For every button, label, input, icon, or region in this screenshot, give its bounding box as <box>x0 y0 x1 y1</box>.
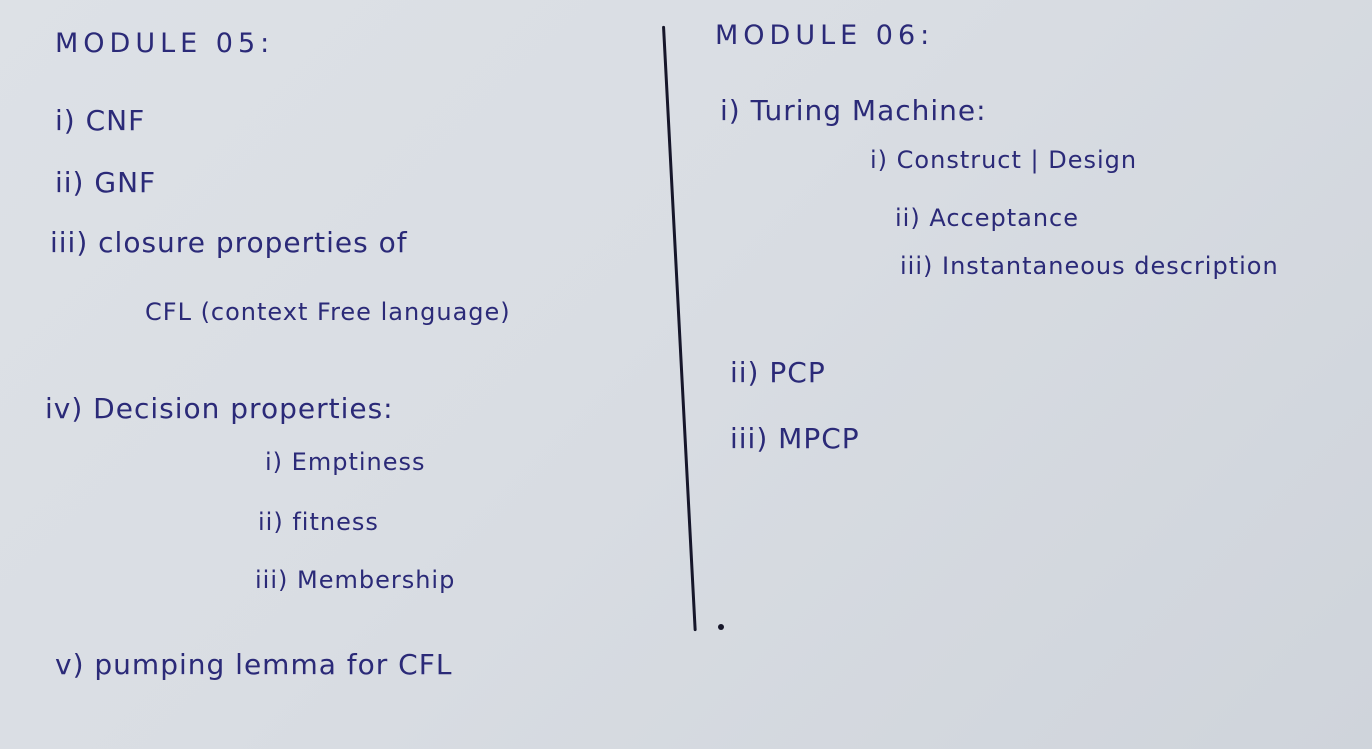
module-06-item-mpcp: iii) MPCP <box>730 422 860 455</box>
module-06-subitem-construct: i) Construct | Design <box>870 146 1138 174</box>
module-05-item-cnf: i) CNF <box>55 104 146 137</box>
module-05-subitem-membership: iii) Membership <box>255 566 456 594</box>
module-05-item-gnf: ii) GNF <box>55 166 157 199</box>
module-05-heading: MODULE 05: <box>55 28 275 59</box>
module-06-item-turing: i) Turing Machine: <box>720 94 987 127</box>
module-05-subitem-fitness: ii) fitness <box>258 508 379 536</box>
module-06-subitem-instantaneous: iii) Instantaneous description <box>900 252 1279 280</box>
module-06-item-pcp: ii) PCP <box>730 356 826 389</box>
module-05-item-pumping: v) pumping lemma for CFL <box>55 648 453 681</box>
column-divider <box>662 25 697 632</box>
module-06-heading: MODULE 06: <box>715 20 935 51</box>
module-05-item-closure: iii) closure properties of <box>50 226 408 259</box>
divider-end-dot <box>718 624 724 630</box>
module-05-subitem-emptiness: i) Emptiness <box>265 448 426 476</box>
module-06-subitem-acceptance: ii) Acceptance <box>895 204 1080 232</box>
module-05-item-decision: iv) Decision properties: <box>45 392 394 425</box>
module-05-item-cfl: CFL (context Free language) <box>145 298 511 326</box>
